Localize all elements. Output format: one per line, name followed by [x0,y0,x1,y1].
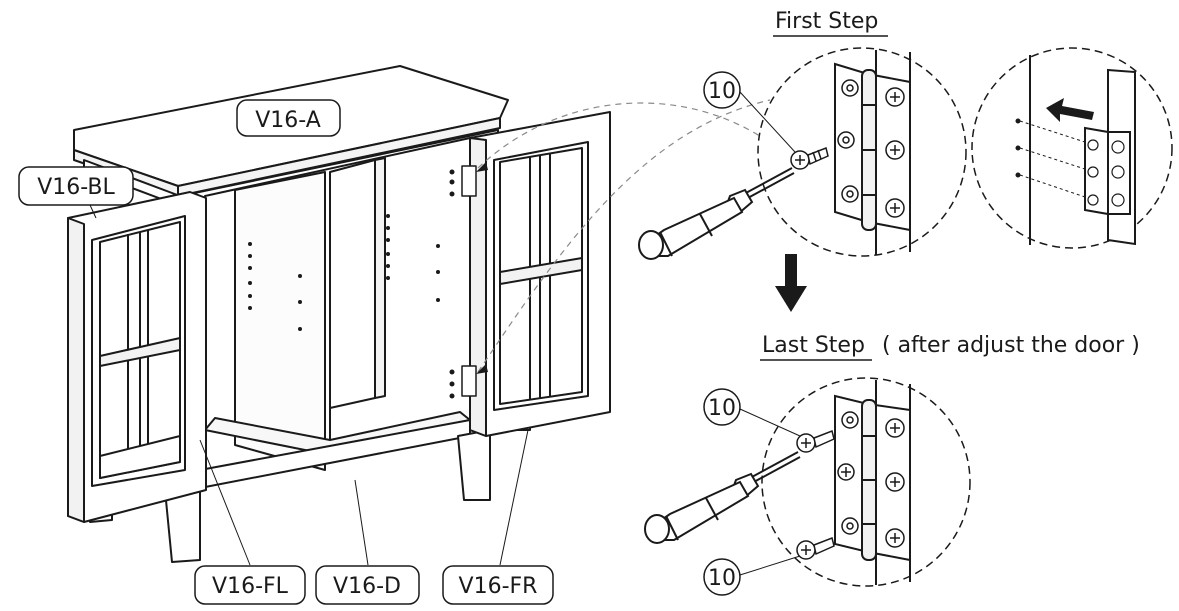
part-label-left-back: V16-BL [18,166,134,206]
part-leaders [89,204,529,566]
first-step-detail [757,47,967,257]
screw-callout-1: 10 [703,71,796,153]
first-step-heading: First Step [775,9,878,34]
part-label-front-left: V16-FL [194,565,306,605]
screw-callout-2: 10 [703,388,801,437]
last-step-note: ( after adjust the door ) [882,333,1140,358]
last-step-heading: Last Step [762,333,865,358]
part-label-front-right: V16-FR [442,565,554,605]
screw-callout-3-text: 10 [708,566,736,591]
down-arrow-icon [775,254,807,312]
part-label-front-left-text: V16-FL [212,574,289,599]
guide-lines [477,99,781,373]
cabinet [67,65,611,563]
first-step-side-detail [971,47,1173,249]
screwdriver-icon [644,451,801,544]
screw-callout-2-text: 10 [708,396,736,421]
part-label-front-right-text: V16-FR [459,574,538,599]
screwdriver-icon [638,167,795,260]
part-label-top: V16-A [236,99,341,137]
screw-callout-3: 10 [703,555,801,596]
part-label-top-text: V16-A [255,108,321,133]
part-label-left-back-text: V16-BL [37,175,115,200]
part-label-bottom-text: V16-D [333,574,401,599]
screw-callout-1-text: 10 [708,79,736,104]
last-step-detail [761,377,971,587]
part-label-bottom: V16-D [315,565,420,605]
